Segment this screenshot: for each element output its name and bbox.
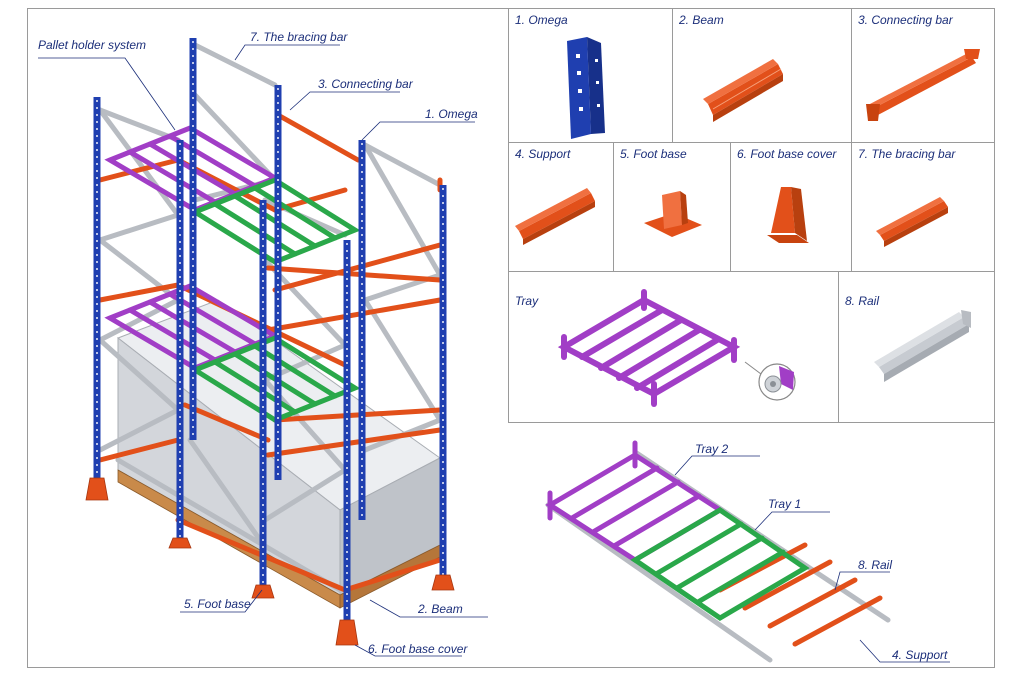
part-caption-tray: Tray: [515, 294, 539, 308]
label-tray-2: Tray 2: [695, 442, 729, 456]
omega-icon: [567, 37, 605, 139]
label-bracing-bar: 7. The bracing bar: [250, 30, 348, 44]
part-caption-bracing-bar: 7. The bracing bar: [858, 147, 956, 161]
foot-base-icon: [644, 191, 702, 237]
leader-lines: [38, 44, 488, 657]
support-icon: [515, 188, 595, 245]
label-omega: 1. Omega: [425, 107, 478, 121]
part-cell-support: 4. Support: [508, 142, 614, 272]
part-cell-connecting-bar: 3. Connecting bar: [851, 8, 995, 143]
label-assembly-rail: 8. Rail: [858, 558, 893, 572]
part-cell-foot-base: 5. Foot base: [613, 142, 731, 272]
label-beam: 2. Beam: [418, 602, 463, 616]
part-caption-connecting-bar: 3. Connecting bar: [858, 13, 953, 27]
beam-icon: [703, 59, 783, 122]
label-foot-base: 5. Foot base: [184, 597, 251, 611]
upright-holes: [96, 41, 444, 638]
part-caption-beam: 2. Beam: [679, 13, 724, 27]
part-cell-beam: 2. Beam: [672, 8, 852, 143]
label-pallet-holder-system: Pallet holder system: [38, 38, 147, 52]
part-caption-foot-base: 5. Foot base: [620, 147, 687, 161]
label-foot-base-cover: 6. Foot base cover: [368, 642, 468, 656]
foot-base-cover-icon: [767, 187, 809, 243]
connecting-bar-icon: [866, 49, 980, 121]
rail-icon: [874, 310, 971, 382]
part-cell-tray: Tray: [508, 271, 839, 423]
part-caption-foot-base-cover: 6. Foot base cover: [737, 147, 837, 161]
label-connecting-bar: 3. Connecting bar: [318, 77, 413, 91]
part-caption-omega: 1. Omega: [515, 13, 568, 27]
part-cell-rail: 8. Rail: [838, 271, 995, 423]
part-caption-rail: 8. Rail: [845, 294, 880, 308]
pallet-rack-illustration: [38, 38, 488, 657]
bracing-bar-icon: [876, 197, 948, 247]
part-cell-foot-base-cover: 6. Foot base cover: [730, 142, 852, 272]
label-assembly-support: 4. Support: [892, 648, 948, 662]
part-caption-support: 4. Support: [515, 147, 571, 161]
label-tray-1: Tray 1: [768, 497, 802, 511]
foot-bases: [85, 477, 455, 646]
tray-icon: [557, 289, 796, 407]
part-cell-bracing-bar: 7. The bracing bar: [851, 142, 995, 272]
part-cell-omega: 1. Omega: [508, 8, 673, 143]
